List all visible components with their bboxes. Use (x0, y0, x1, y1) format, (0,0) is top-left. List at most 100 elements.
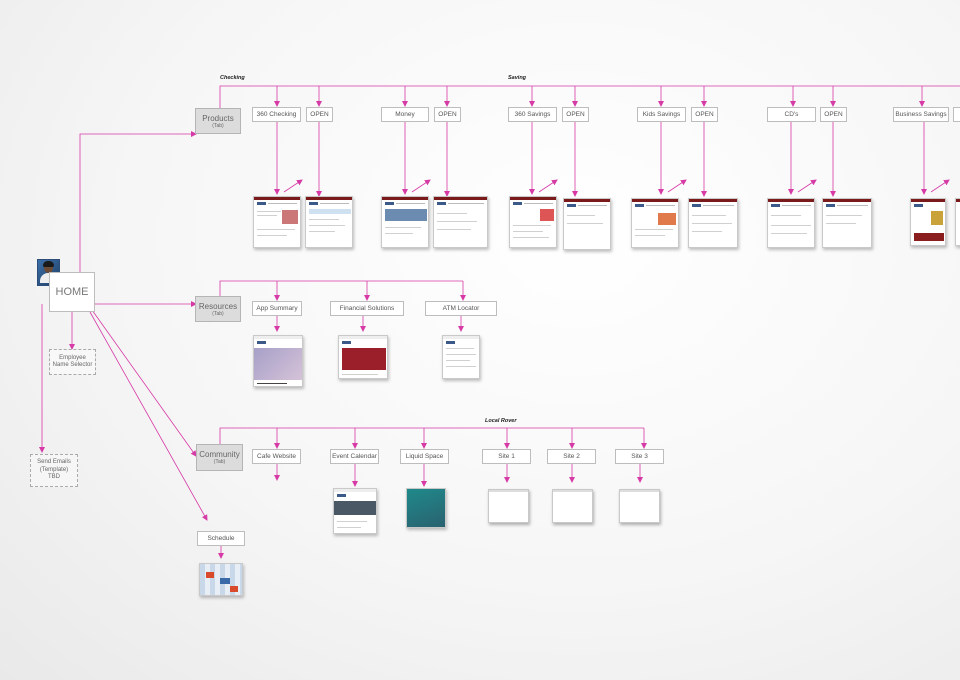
thumbnail-open-kids-savings[interactable] (688, 198, 738, 248)
product-node-open[interactable]: OPEN (691, 107, 718, 122)
resource-node-app-summary[interactable]: App Summary (252, 301, 302, 316)
thumbnail-schedule[interactable] (199, 563, 243, 596)
thumb-image (230, 586, 238, 592)
thumbnail-kids-savings[interactable] (631, 198, 679, 248)
thumbnail-site-3[interactable] (619, 489, 660, 523)
thumbnail-liquid-space[interactable] (406, 488, 446, 528)
resource-node-financial-solutions[interactable]: Financial Solutions (330, 301, 404, 316)
thumbnail-open-checking[interactable] (305, 196, 353, 248)
thumb-logo (567, 204, 576, 207)
thumbnail-site-1[interactable] (488, 489, 529, 523)
thumbnail-money[interactable] (381, 196, 429, 248)
thumb-image (342, 348, 386, 370)
thumbnail-360-checking[interactable] (253, 196, 301, 248)
thumb-nav (268, 203, 297, 204)
thumb-line (257, 383, 287, 384)
community-node-event-calendar[interactable]: Event Calendar (330, 449, 379, 464)
products-tab-name: Products (202, 113, 234, 123)
thumbnail-360-savings[interactable] (509, 196, 557, 248)
product-node-360-savings[interactable]: 360 Savings (508, 107, 557, 122)
thumb-line (446, 366, 476, 367)
thumb-image (385, 209, 427, 221)
thumb-logo (635, 204, 644, 207)
thumbnail-open-money[interactable] (433, 196, 488, 248)
community-tab-name: Community (199, 450, 240, 459)
thumb-line (692, 215, 726, 216)
thumbnail-event-calendar[interactable] (333, 488, 377, 534)
thumb-line (309, 219, 339, 220)
thumb-logo (309, 202, 318, 205)
product-node-business-savings[interactable]: Business Savings (893, 107, 949, 122)
thumb-line (437, 213, 467, 214)
employee-name-selector-node[interactable]: Employee Name Selector (49, 349, 96, 375)
home-node[interactable]: HOME (49, 272, 95, 312)
thumbnail-financial-solutions[interactable] (338, 335, 388, 379)
thumb-nav (448, 203, 484, 204)
thumb-image (282, 210, 298, 224)
resources-tab-node[interactable]: Resources (Tab) (195, 296, 241, 322)
send-emails-node[interactable]: Send Emails (Template) TBD (30, 454, 78, 487)
thumb-line (692, 223, 732, 224)
thumb-header-bar (564, 199, 610, 202)
product-node-partial[interactable] (953, 107, 960, 122)
thumb-image (540, 209, 554, 221)
thumb-line (257, 215, 277, 216)
thumb-image (931, 211, 943, 225)
thumb-header-bar (434, 197, 487, 200)
community-node-site-1[interactable]: Site 1 (482, 449, 531, 464)
thumb-image (334, 501, 376, 515)
community-node-liquid-space[interactable]: Liquid Space (400, 449, 449, 464)
thumb-header-bar (553, 490, 592, 492)
avatar-hair-shape (43, 261, 54, 267)
community-node-cafe-website[interactable]: Cafe Website (252, 449, 301, 464)
home-label: HOME (55, 286, 89, 298)
community-tab-node[interactable]: Community (Tab) (196, 444, 243, 471)
resources-tab-name: Resources (198, 301, 238, 311)
thumbnail-partial[interactable] (955, 198, 960, 246)
schedule-node[interactable]: Schedule (197, 531, 245, 546)
thumb-header-bar (510, 197, 556, 200)
thumbnail-cds[interactable] (767, 198, 815, 248)
product-node-open[interactable]: OPEN (434, 107, 461, 122)
resources-tab-sub: (Tab) (212, 310, 224, 317)
send-emails-line3: TBD (48, 474, 60, 481)
product-node-open[interactable]: OPEN (820, 107, 847, 122)
thumb-image (914, 233, 944, 241)
thumb-header-bar (443, 336, 479, 339)
thumb-line (513, 225, 551, 226)
product-node-open[interactable]: OPEN (306, 107, 333, 122)
thumb-logo (257, 341, 266, 344)
thumb-line (257, 229, 295, 230)
product-node-open[interactable]: OPEN (562, 107, 589, 122)
thumb-line (446, 348, 474, 349)
thumb-line (437, 221, 477, 222)
thumb-nav (524, 203, 553, 204)
thumb-header-bar (632, 199, 678, 202)
thumb-header-bar (689, 199, 737, 202)
thumbnail-open-savings[interactable] (563, 198, 611, 250)
product-node-360-checking[interactable]: 360 Checking (252, 107, 301, 122)
thumb-line (567, 215, 595, 216)
community-node-site-2[interactable]: Site 2 (547, 449, 596, 464)
resource-node-atm-locator[interactable]: ATM Locator (425, 301, 497, 316)
thumb-line (635, 235, 665, 236)
thumb-image (220, 578, 230, 584)
employee-selector-line2: Name Selector (52, 362, 93, 368)
product-node-kids-savings[interactable]: Kids Savings (637, 107, 686, 122)
thumbnail-site-2[interactable] (552, 489, 593, 523)
thumbnail-app-summary[interactable] (253, 335, 303, 387)
thumb-header-bar (956, 199, 960, 202)
community-node-site-3[interactable]: Site 3 (615, 449, 664, 464)
thumbnail-open-cds[interactable] (822, 198, 872, 248)
thumb-image (407, 489, 445, 527)
employee-selector-line1: Employee (59, 354, 86, 361)
products-tab-node[interactable]: Products (Tab) (195, 108, 241, 134)
product-node-cds[interactable]: CD's (767, 107, 816, 122)
thumb-logo (257, 202, 266, 205)
thumbnail-atm-locator[interactable] (442, 335, 480, 379)
thumb-logo (342, 341, 351, 344)
thumb-nav (782, 205, 811, 206)
thumbnail-business-savings[interactable] (910, 198, 946, 246)
thumb-header-bar (254, 197, 300, 200)
product-node-money[interactable]: Money (381, 107, 429, 122)
